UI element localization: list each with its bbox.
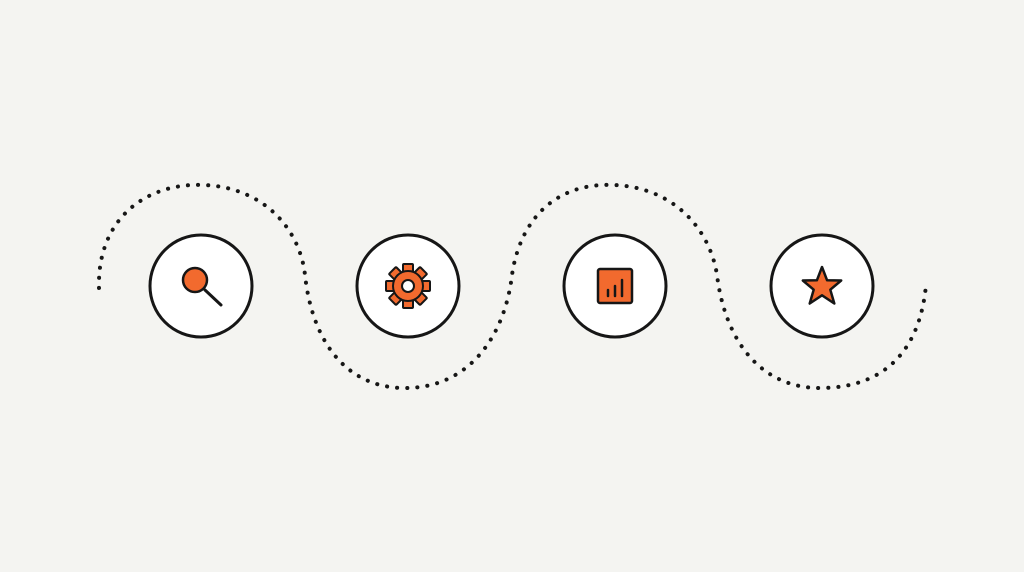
step-node-chart xyxy=(562,233,668,339)
search-icon xyxy=(181,266,223,307)
step-node-gear xyxy=(355,233,461,339)
star-icon xyxy=(801,265,843,305)
bar-chart-icon xyxy=(596,267,634,305)
step-node-star xyxy=(769,233,875,339)
step-node-search xyxy=(148,233,254,339)
gear-icon xyxy=(385,263,431,309)
